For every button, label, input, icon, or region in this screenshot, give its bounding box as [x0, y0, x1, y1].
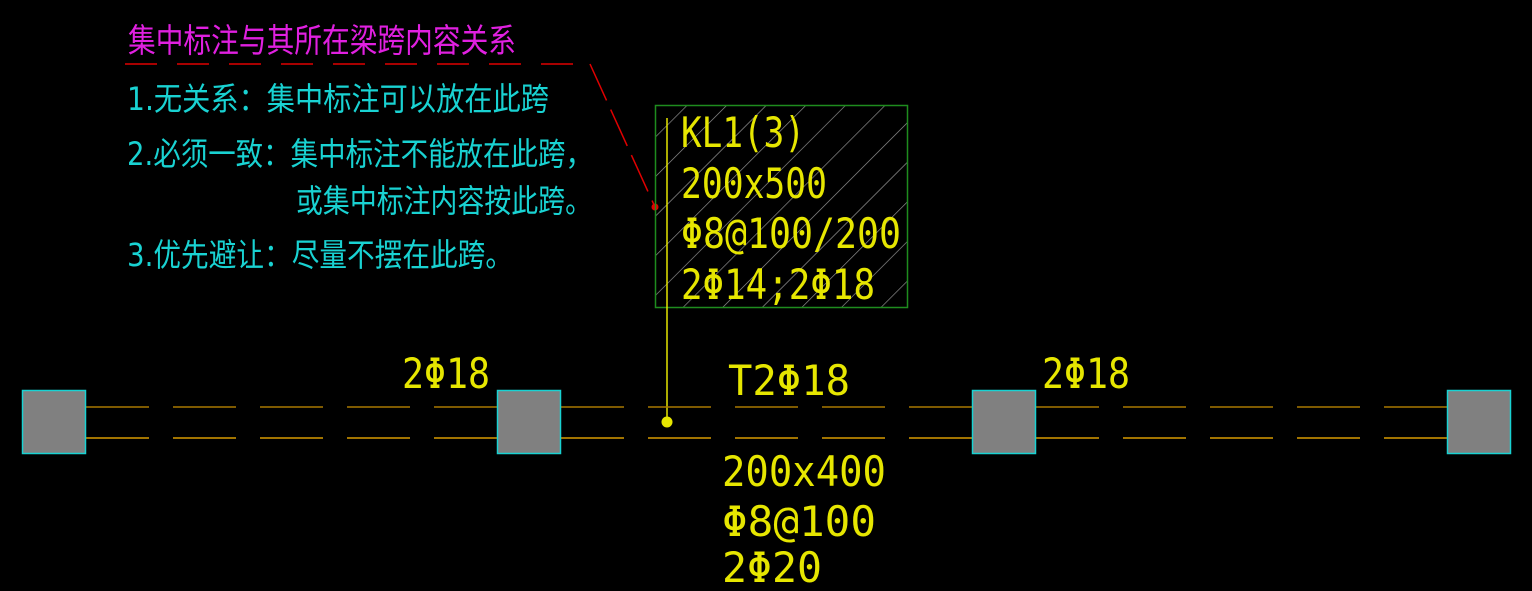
column-1[interactable]: [21, 389, 87, 455]
note-title: 集中标注与其所在梁跨内容关系: [128, 21, 516, 60]
annotation-anchor-dot[interactable]: [661, 416, 673, 428]
leader-line: [589, 63, 656, 208]
span2-section: 200x400: [722, 447, 886, 496]
beam-lines: [86, 406, 1447, 439]
span2-top-rebar: T2Φ18: [728, 356, 850, 405]
annotation-box[interactable]: [654, 104, 909, 309]
column-2[interactable]: [496, 389, 562, 455]
beam-stirrup: Φ8@100/200: [681, 209, 901, 258]
note-line-2: 2.必须一致：集中标注不能放在此跨，: [127, 135, 593, 173]
span2-bottom-rebar: 2Φ20: [722, 543, 822, 591]
note-line-3: 3.优先避让：尽量不摆在此跨。: [127, 236, 513, 274]
note-line-1: 1.无关系：集中标注可以放在此跨: [127, 80, 549, 118]
beam-section: 200x500: [681, 159, 827, 208]
column-3[interactable]: [971, 389, 1037, 455]
note-line-2b: 或集中标注内容按此跨。: [296, 182, 592, 220]
column-4[interactable]: [1446, 389, 1512, 455]
span3-top-rebar: 2Φ18: [1042, 349, 1130, 398]
span2-stirrup: Φ8@100: [722, 497, 876, 546]
beam-rebar: 2Φ14;2Φ18: [681, 260, 875, 309]
beam-id: KL1(3): [681, 108, 805, 157]
span1-top-rebar: 2Φ18: [402, 349, 490, 398]
